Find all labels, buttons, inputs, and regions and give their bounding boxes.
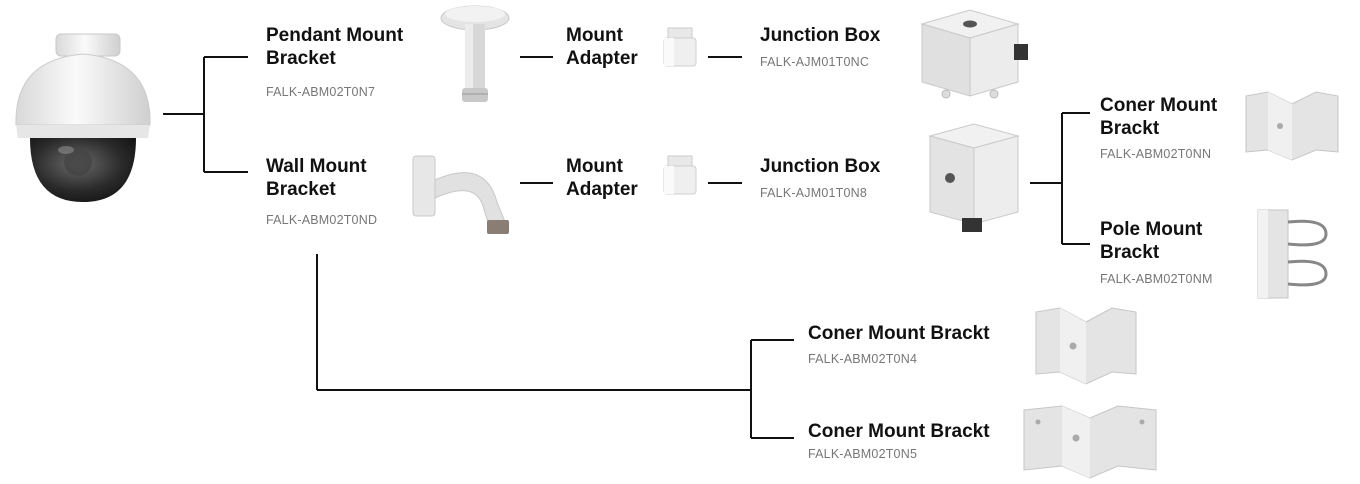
mount-adapter-2-name: Mount Adapter — [566, 155, 638, 201]
corner-bracket-2-code: FALK-ABM02T0N4 — [808, 352, 917, 366]
junction-box-1-code: FALK-AJM01T0NC — [760, 55, 869, 69]
pole-bracket-name: Pole Mount Brackt — [1100, 218, 1202, 264]
wall-bracket-code: FALK-ABM02T0ND — [266, 213, 400, 227]
dome-camera-icon — [8, 30, 158, 210]
pole-bracket-code: FALK-ABM02T0NM — [1100, 272, 1213, 286]
corner-bracket-icon — [1240, 88, 1344, 164]
pole-bracket-icon — [1250, 204, 1336, 304]
mount-adapter-icon — [660, 154, 700, 198]
pendant-bracket-code: FALK-ABM02T0N7 — [266, 85, 375, 99]
junction-box-icon — [908, 4, 1032, 104]
mount-adapter-1-name: Mount Adapter — [566, 24, 638, 70]
junction-box-2-code: FALK-AJM01T0N8 — [760, 186, 867, 200]
corner-bracket-2-name: Coner Mount Brackt — [808, 322, 990, 345]
pendant-bracket-name: Pendant Mount Bracket — [266, 24, 403, 70]
corner-bracket-1-name: Coner Mount Brackt — [1100, 94, 1217, 140]
corner-bracket-3-name: Coner Mount Brackt — [808, 420, 990, 443]
mount-adapter-icon — [660, 26, 700, 70]
corner-bracket-3-code: FALK-ABM02T0N5 — [808, 447, 917, 461]
junction-box-2-name: Junction Box — [760, 155, 880, 178]
corner-bracket-icon — [1030, 302, 1142, 388]
corner-bracket-1-code: FALK-ABM02T0NN — [1100, 147, 1211, 161]
corner-bracket-wide-icon — [1018, 402, 1162, 482]
wall-bracket-name: Wall Mount Bracket — [266, 155, 367, 201]
pendant-bracket-icon — [435, 2, 515, 110]
junction-box-1-name: Junction Box — [760, 24, 880, 47]
junction-box-icon — [920, 120, 1028, 240]
wall-bracket-icon — [405, 150, 523, 240]
